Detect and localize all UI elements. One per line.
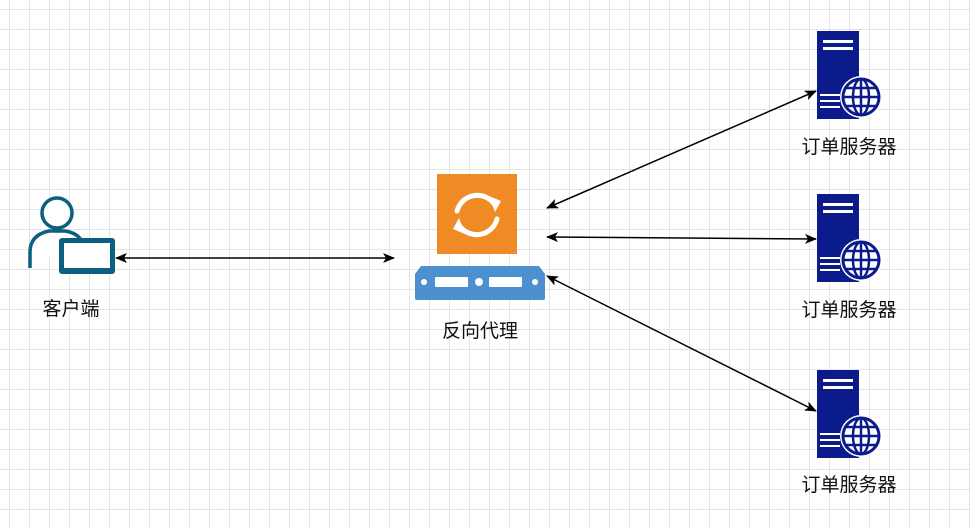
web-server-icon (817, 194, 882, 282)
reverse-proxy-icon (415, 174, 545, 300)
client-label: 客户端 (42, 298, 100, 320)
user-computer-icon (28, 196, 115, 280)
web-server-icon (817, 370, 882, 458)
server-node-3[interactable] (814, 370, 886, 460)
edge-proxy-server-3 (546, 275, 817, 412)
server-label-2: 订单服务器 (801, 299, 897, 321)
proxy-label: 反向代理 (441, 320, 519, 342)
edge-proxy-server-2 (546, 232, 817, 244)
edge-proxy-server-1 (546, 90, 817, 209)
web-server-icon (817, 31, 882, 119)
server-label-3: 订单服务器 (801, 474, 897, 496)
server-node-2[interactable] (814, 194, 886, 284)
server-node-1[interactable] (814, 31, 886, 121)
client-node[interactable] (27, 194, 119, 280)
server-label-1: 订单服务器 (801, 136, 897, 158)
proxy-node[interactable] (413, 174, 547, 302)
